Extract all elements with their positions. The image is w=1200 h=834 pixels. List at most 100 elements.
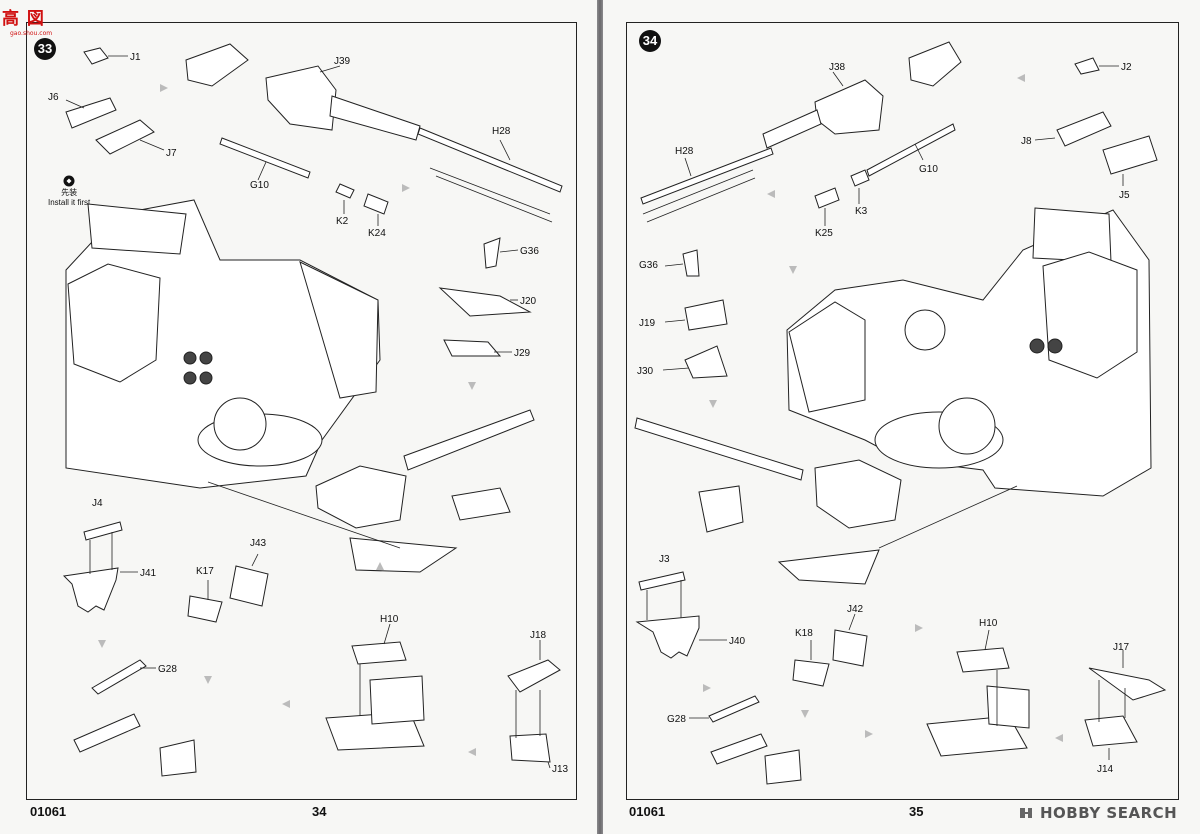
step-arrow-icon — [160, 84, 168, 92]
watermark-text: HOBBY SEARCH — [1040, 804, 1178, 822]
diagram-stroke — [664, 263, 684, 267]
diagram-stroke — [183, 351, 197, 365]
part-label: J19 — [639, 318, 656, 329]
step-arrow-icon — [767, 190, 775, 198]
left-page-frame — [26, 22, 577, 800]
diagram-stroke — [139, 139, 165, 151]
part-j14 — [1084, 715, 1138, 747]
part-h28 — [417, 127, 563, 193]
diagram-stroke — [642, 169, 756, 223]
diagram-stroke — [878, 485, 1018, 549]
diagram-stroke — [383, 623, 391, 645]
step-arrow-icon — [468, 748, 476, 756]
part-j17 — [1088, 667, 1167, 701]
part-label: J13 — [552, 764, 569, 775]
part-label: G36 — [639, 260, 658, 271]
turret-side-armor — [788, 301, 866, 413]
part-j19 — [684, 299, 728, 331]
part-k25 — [814, 187, 840, 209]
part-j18 — [507, 659, 561, 693]
diagram-stroke — [207, 481, 401, 549]
part-j42 — [832, 629, 868, 667]
part-label: K25 — [815, 228, 833, 239]
diagram-stroke — [429, 167, 553, 223]
diagram-stroke — [832, 71, 844, 87]
part-h10 — [956, 647, 1010, 673]
page-number: 34 — [312, 804, 327, 819]
part-label: J7 — [166, 148, 177, 159]
part-h28 — [640, 147, 774, 205]
step-arrow-icon — [789, 266, 797, 274]
right-page: 34 — [603, 0, 1200, 834]
catalog-number: 01061 — [30, 804, 67, 819]
part-label: J2 — [1121, 62, 1132, 73]
step-arrow-icon — [1055, 734, 1063, 742]
part-label: K18 — [795, 628, 813, 639]
diagram-stroke — [251, 553, 259, 567]
part-label: J38 — [829, 62, 846, 73]
diagram-stroke — [1020, 808, 1032, 818]
step-arrow-icon — [1017, 74, 1025, 82]
part-j5 — [1102, 135, 1158, 175]
part-g10 — [866, 123, 956, 177]
install-first-icon — [63, 175, 75, 187]
g28-lower-frame — [710, 733, 768, 765]
part-label: K17 — [196, 566, 214, 577]
part-label: J3 — [659, 554, 670, 565]
step-arrow-icon — [402, 184, 410, 192]
part-barrel-sleeve — [329, 95, 421, 141]
part-g28 — [708, 695, 760, 723]
radar-hexagon-panel — [67, 263, 161, 383]
part-label: G36 — [520, 246, 539, 257]
part-label: G10 — [250, 180, 269, 191]
part-j7 — [95, 119, 155, 155]
part-j29 — [443, 339, 502, 357]
radar-hexagon-panel — [1042, 251, 1138, 379]
part-label: J39 — [334, 56, 351, 67]
part-label: G28 — [667, 714, 686, 725]
gun-mount — [315, 465, 407, 529]
part-label: J4 — [92, 498, 103, 509]
left-assembly-diagram: J1 J6 J7 J39 H28 G10 K2 K24 G36 J20 J29 … — [48, 43, 569, 777]
diagram-stroke — [499, 249, 519, 253]
part-k2 — [335, 183, 355, 199]
part-label: J18 — [530, 630, 547, 641]
diagram-stroke — [914, 143, 924, 161]
optic-cylinder — [904, 309, 946, 351]
g28-box — [159, 739, 197, 777]
part-j30 — [684, 345, 728, 379]
step-arrow-icon — [801, 710, 809, 718]
part-label: J43 — [250, 538, 267, 549]
part-j8 — [1056, 111, 1112, 147]
g28-box — [764, 749, 802, 785]
part-k3 — [850, 169, 870, 187]
part-label: J41 — [140, 568, 157, 579]
step-arrow-icon — [703, 684, 711, 692]
right-page-frame — [626, 22, 1179, 800]
part-g36 — [682, 249, 700, 277]
mounted-barrel — [634, 417, 804, 481]
step-arrow-icon — [709, 400, 717, 408]
step-number-badge: 34 — [639, 30, 661, 52]
diagram-stroke — [684, 157, 692, 177]
turret-body — [65, 199, 381, 489]
part-label: J17 — [1113, 642, 1130, 653]
catalog-number: 01061 — [629, 804, 666, 819]
diagram-stroke — [257, 161, 267, 181]
diagram-stroke — [547, 761, 551, 769]
diagram-stroke — [65, 99, 85, 109]
part-label: H28 — [492, 126, 511, 137]
diagram-stroke — [664, 319, 686, 323]
page-number: 35 — [909, 804, 924, 819]
part-j6 — [65, 97, 117, 129]
install-first-note: 先装 Install it first — [48, 175, 90, 208]
h10-body — [986, 685, 1030, 729]
part-label: G10 — [919, 164, 938, 175]
part-label: J1 — [130, 52, 141, 63]
diagram-stroke — [199, 351, 213, 365]
part-j38 — [814, 79, 884, 135]
part-g10 — [219, 137, 311, 179]
part-j41 — [62, 567, 119, 613]
diagram-stroke — [199, 371, 213, 385]
part-h10 — [351, 641, 407, 665]
